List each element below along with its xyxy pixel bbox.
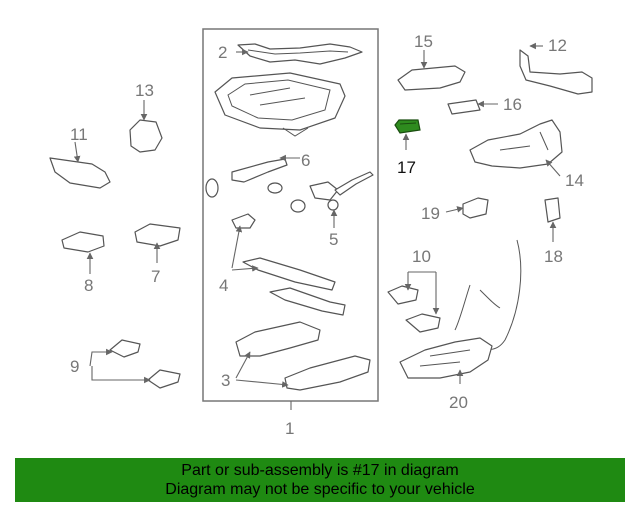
- callout-7: 7: [151, 267, 160, 286]
- callout-9: 9: [70, 357, 79, 376]
- callout-8: 8: [84, 276, 93, 295]
- part-11-trim[interactable]: [49, 157, 111, 189]
- part-13-cover[interactable]: [129, 119, 163, 153]
- callout-4: 4: [219, 276, 228, 295]
- part-9-clips[interactable]: [109, 339, 181, 389]
- part-5-lever[interactable]: [309, 171, 374, 211]
- banner-line-1: Part or sub-assembly is #17 in diagram: [181, 462, 459, 479]
- callout-13: 13: [135, 81, 154, 100]
- small-bushings[interactable]: [205, 178, 306, 213]
- part-17-highlighted[interactable]: [394, 119, 421, 134]
- callout-16: 16: [503, 95, 522, 114]
- part-10-clips[interactable]: [387, 285, 441, 333]
- part-15-panel[interactable]: [397, 65, 466, 91]
- callout-15: 15: [414, 32, 433, 51]
- callout-1: 1: [285, 419, 294, 438]
- callout-6: 6: [301, 151, 310, 170]
- callout-14: 14: [565, 171, 584, 190]
- part-6-bracket[interactable]: [231, 158, 288, 183]
- info-banner: Part or sub-assembly is #17 in diagram D…: [15, 458, 625, 502]
- part-19-cap[interactable]: [462, 197, 489, 219]
- part-7-module[interactable]: [134, 223, 181, 247]
- callout-2: 2: [218, 43, 227, 62]
- part-14-side-shield[interactable]: [469, 119, 563, 169]
- callout-3: 3: [221, 371, 230, 390]
- part-8-switch[interactable]: [61, 231, 105, 253]
- banner-line-2: Diagram may not be specific to your vehi…: [165, 481, 475, 498]
- parts-diagram: 1 2 3 4 5 6 7 8 9 10 11 12 13 14 15 16 1…: [49, 28, 593, 438]
- part-18-cover[interactable]: [544, 197, 561, 223]
- callout-18: 18: [544, 247, 563, 266]
- part-4-clip[interactable]: [231, 213, 256, 229]
- part-16-button[interactable]: [447, 99, 481, 115]
- part-12-bracket[interactable]: [519, 49, 593, 95]
- callout-17: 17: [397, 158, 416, 177]
- callout-19: 19: [421, 204, 440, 223]
- part-20-harness[interactable]: [399, 239, 522, 379]
- part-3-tracks[interactable]: [235, 321, 371, 391]
- part-4-rails[interactable]: [242, 257, 346, 316]
- part-2-wire-frame[interactable]: [237, 43, 363, 65]
- callout-12: 12: [548, 36, 567, 55]
- seat-cushion-frame[interactable]: [214, 72, 346, 137]
- callout-20: 20: [449, 393, 468, 412]
- callout-5: 5: [329, 230, 338, 249]
- callout-11: 11: [70, 125, 88, 144]
- leader-lines: [73, 42, 561, 388]
- callout-10: 10: [412, 247, 431, 266]
